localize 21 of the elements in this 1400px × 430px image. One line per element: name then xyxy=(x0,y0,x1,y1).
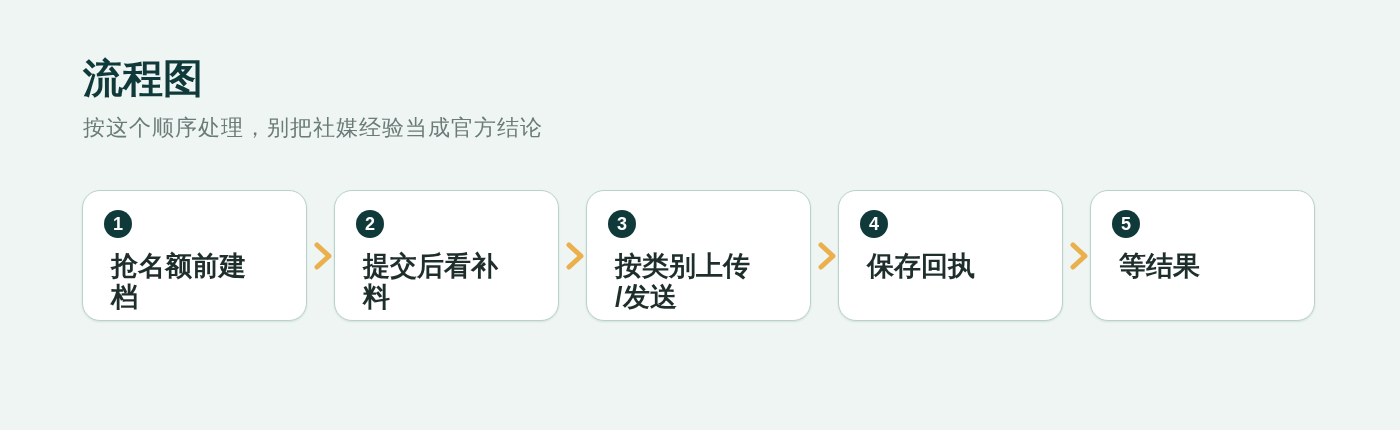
step-label: 等结果 xyxy=(1119,251,1201,282)
step-box xyxy=(1090,190,1315,321)
step-box xyxy=(838,190,1063,321)
step-label: 保存回执 xyxy=(867,251,976,282)
step-number: 5 xyxy=(1112,210,1140,238)
step-box xyxy=(586,190,811,321)
step-number: 4 xyxy=(860,210,888,238)
chevron-arrow xyxy=(818,242,836,270)
chevron-arrow xyxy=(314,242,332,270)
step-number: 3 xyxy=(608,210,636,238)
step-box xyxy=(334,190,559,321)
step-label: 抢名额前建档 xyxy=(111,251,247,313)
chevron-arrow xyxy=(566,242,584,270)
step-label: 按类别上传/发送 xyxy=(615,251,751,313)
step-box xyxy=(82,190,307,321)
step-number: 1 xyxy=(104,210,132,238)
chevron-arrow xyxy=(1070,242,1088,270)
title: 流程图 xyxy=(83,55,203,102)
step-number: 2 xyxy=(356,210,384,238)
subtitle: 按这个顺序处理，别把社媒经验当成官方结论 xyxy=(83,114,543,142)
step-label: 提交后看补料 xyxy=(363,251,499,313)
